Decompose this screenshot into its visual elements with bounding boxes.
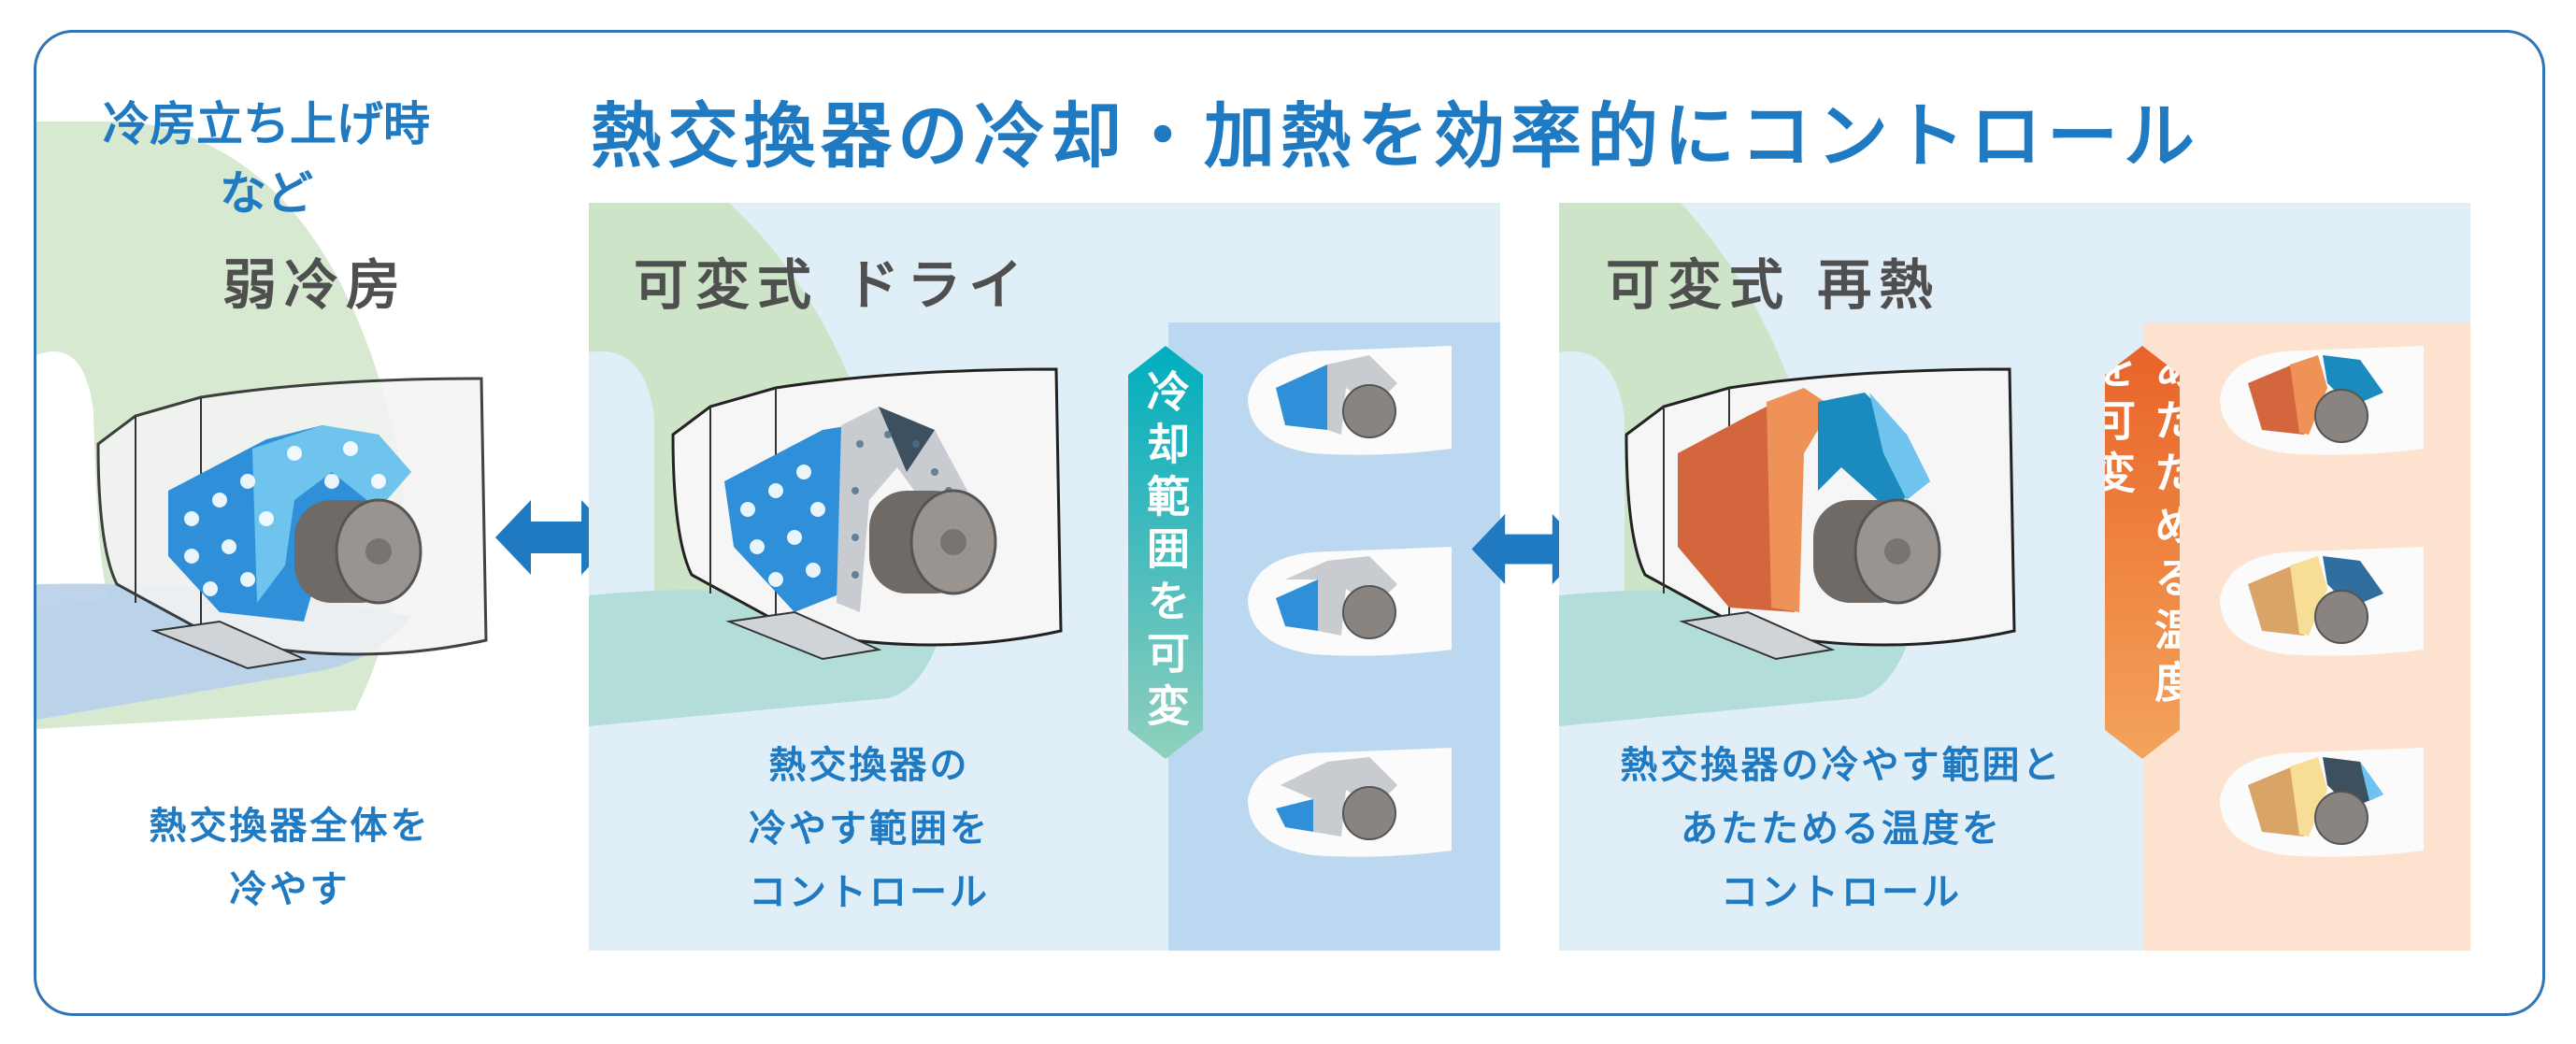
dry-banner: 冷却範囲を可変 [1128,346,1203,759]
white-swirl-shape [1559,350,1624,595]
reheat-variant-3 [2220,748,2424,857]
ac-unit-variable-dry [671,367,1063,661]
ac-unit-variable-reheat [1624,367,2016,661]
page-title: 熱交換器の冷却・加熱を効率的にコントロール [591,94,2200,178]
double-arrow-icon [495,500,617,575]
heat-exchanger-uncooled-part [837,407,967,612]
description-line: コントロール [749,871,990,914]
dry-variant-units [1248,346,1452,857]
variable-dry-description: 熱交換器の 冷やす範囲を コントロール [673,734,1066,924]
fan-drum [1813,498,1941,605]
ac-unit-weak-cooling [96,377,488,670]
description-line: 冷やす範囲を [749,808,990,851]
weak-cooling-subtitle: 冷房立ち上げ時 など [103,90,430,228]
variable-reheat-description: 熱交換器の冷やす範囲と あたためる温度を コントロール [1589,734,2094,924]
fan-drum [869,489,997,595]
heat-exchanger-heated-part [1678,393,1795,612]
subtitle-line: 冷房立ち上げ時 [103,97,430,151]
white-swirl-shape [589,350,654,595]
description-line: 熱交換器の冷やす範囲と [1620,744,2063,787]
reheat-banner: あたためる温度を可変 [2105,346,2180,759]
description-line: あたためる温度を [1681,808,2002,851]
description-line: 熱交換器の [768,744,970,787]
weak-cooling-description: 熱交換器全体を 冷やす [103,794,477,922]
white-swirl-shape [36,351,112,608]
description-line: コントロール [1721,871,1962,914]
subtitle-line: など [220,166,313,221]
reheat-variant-1 [2220,346,2424,455]
dry-variant-2 [1248,547,1452,656]
double-arrow-icon [1471,514,1586,584]
variable-reheat-heading: 可変式 再熱 [1606,253,1941,317]
heat-exchanger-cooled-part [724,425,851,612]
fan-drum [294,498,422,605]
weak-cooling-heading: 弱冷房 [222,253,408,317]
description-line: 冷やす [229,868,351,911]
variable-dry-heading: 可変式 ドライ [634,253,1031,317]
dry-variant-3 [1248,748,1452,857]
dry-variant-1 [1248,346,1452,455]
description-line: 熱交換器全体を [149,805,431,848]
reheat-variant-2 [2220,547,2424,656]
reheat-variant-units [2220,346,2424,857]
